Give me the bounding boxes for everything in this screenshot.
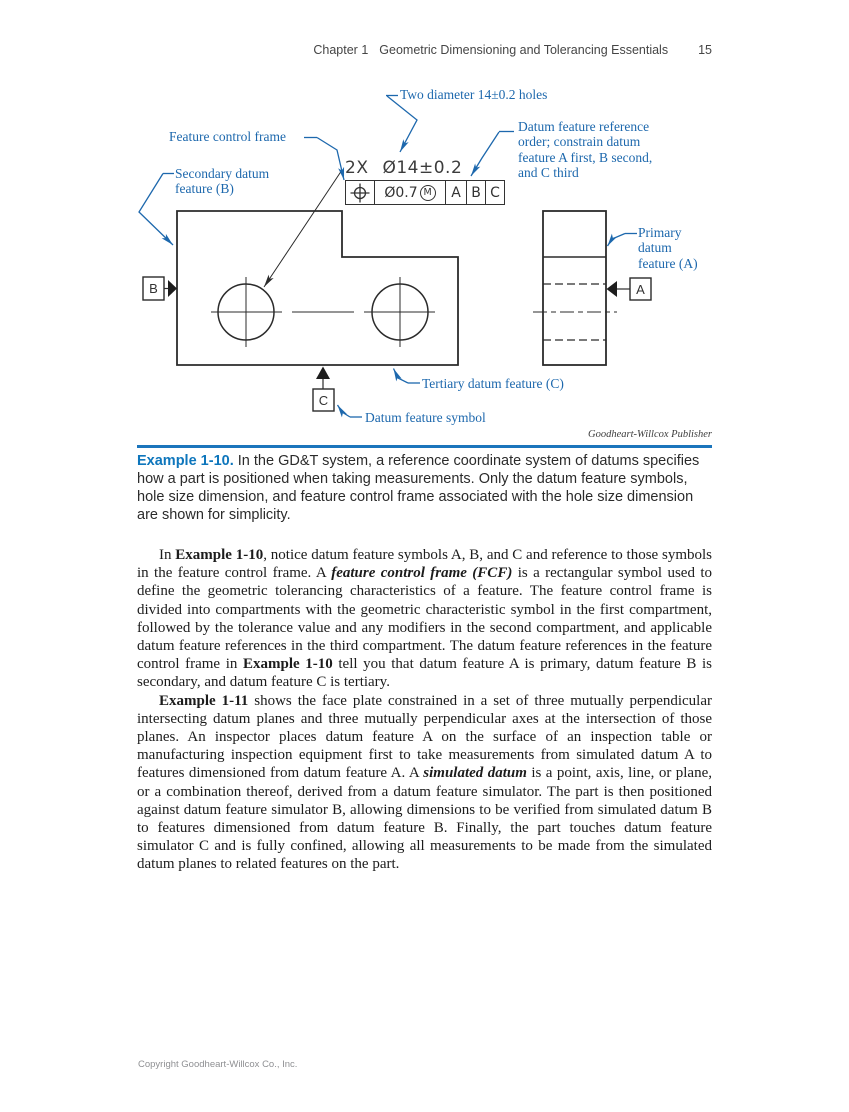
fcf-datum-b: B [466, 181, 485, 204]
figure-credit: Goodheart-Willcox Publisher [588, 429, 712, 440]
leader-feature-control-frame [316, 136, 345, 181]
datum-triangle-a [606, 281, 617, 297]
caption-rule [137, 445, 712, 448]
tolerance-value: Ø0.7 [384, 184, 418, 201]
callout-line: Primary [638, 225, 682, 240]
datum-letter-a: A [636, 282, 645, 297]
datum-symbol-b: B [142, 276, 177, 301]
datum-symbol-a: A [606, 277, 652, 301]
paragraph-2: Example 1-11 shows the face plate constr… [137, 692, 712, 873]
callout-secondary-datum: Secondary datum feature (B) [175, 166, 269, 197]
datum-triangle-b [168, 280, 177, 297]
leader-primary-datum [606, 232, 626, 247]
datum-symbol-c: C [312, 366, 335, 412]
hole-leader-line [263, 169, 343, 288]
callout-two-diameter: Two diameter 14±0.2 holes [400, 87, 548, 102]
callout-feature-control-frame: Feature control frame [169, 129, 286, 144]
centerlines [211, 277, 435, 347]
hidden-hole-lines [543, 283, 606, 341]
caption-text: In the GD&T system, a reference coordina… [137, 453, 700, 523]
hole-dimension: 2X Ø14±0.2 [345, 158, 462, 178]
callout-datum-feature-symbol: Datum feature symbol [365, 410, 486, 425]
running-head: Chapter 1 Geometric Dimensioning and Tol… [0, 43, 712, 57]
body-text: In Example 1-10, notice datum feature sy… [137, 546, 712, 874]
leader-two-diameter [386, 95, 418, 153]
callout-line: Secondary datum [175, 166, 270, 181]
front-view-outline [176, 210, 459, 366]
datum-letter-b: B [149, 281, 158, 296]
hole-count-prefix: 2X [345, 158, 369, 178]
datum-triangle-c [316, 366, 330, 379]
chapter-label: Chapter 1 [313, 43, 369, 57]
gdt-figure: B C A [138, 94, 652, 418]
fcf-datum-a: A [445, 181, 466, 204]
side-view-outline [542, 210, 607, 366]
mmc-modifier-icon: M [419, 184, 436, 201]
callout-line: feature (B) [175, 181, 234, 197]
feature-control-frame: Ø0.7 M A B C [345, 180, 505, 205]
callout-primary-datum: Primary datum feature (A) [638, 225, 698, 271]
datum-letter-c: C [319, 393, 328, 408]
callout-datum-reference: Datum feature reference order; constrain… [518, 119, 652, 181]
paragraph-1: In Example 1-10, notice datum feature sy… [137, 547, 712, 691]
hole-size-value: Ø14±0.2 [382, 158, 463, 178]
leader-datum-reference [470, 131, 500, 177]
copyright-notice: Copyright Goodheart-Willcox Co., Inc. [138, 1059, 298, 1070]
caption-label: Example 1-10. [137, 453, 234, 469]
callout-line: feature (A) [638, 255, 698, 271]
leader-secondary-datum [138, 173, 174, 246]
callout-line: Datum feature reference [518, 119, 650, 134]
fcf-datum-c: C [485, 181, 504, 204]
callout-line: feature A first, B second, [518, 149, 653, 165]
fcf-tolerance-compartment: Ø0.7 M [374, 181, 445, 204]
callout-line: datum [638, 240, 672, 256]
page-number: 15 [698, 43, 712, 57]
callout-tertiary-datum: Tertiary datum feature (C) [422, 376, 564, 391]
leader-tertiary-datum [392, 368, 409, 384]
figure-caption: Example 1-10. In the GD&T system, a refe… [137, 452, 715, 524]
callout-line: order; constrain datum [518, 134, 641, 150]
callout-line: and C third [518, 165, 579, 181]
position-symbol-icon [346, 181, 374, 204]
leader-datum-feature-symbol [336, 404, 351, 418]
callout-leaders [138, 94, 637, 418]
chapter-title: Geometric Dimensioning and Tolerancing E… [379, 43, 669, 57]
